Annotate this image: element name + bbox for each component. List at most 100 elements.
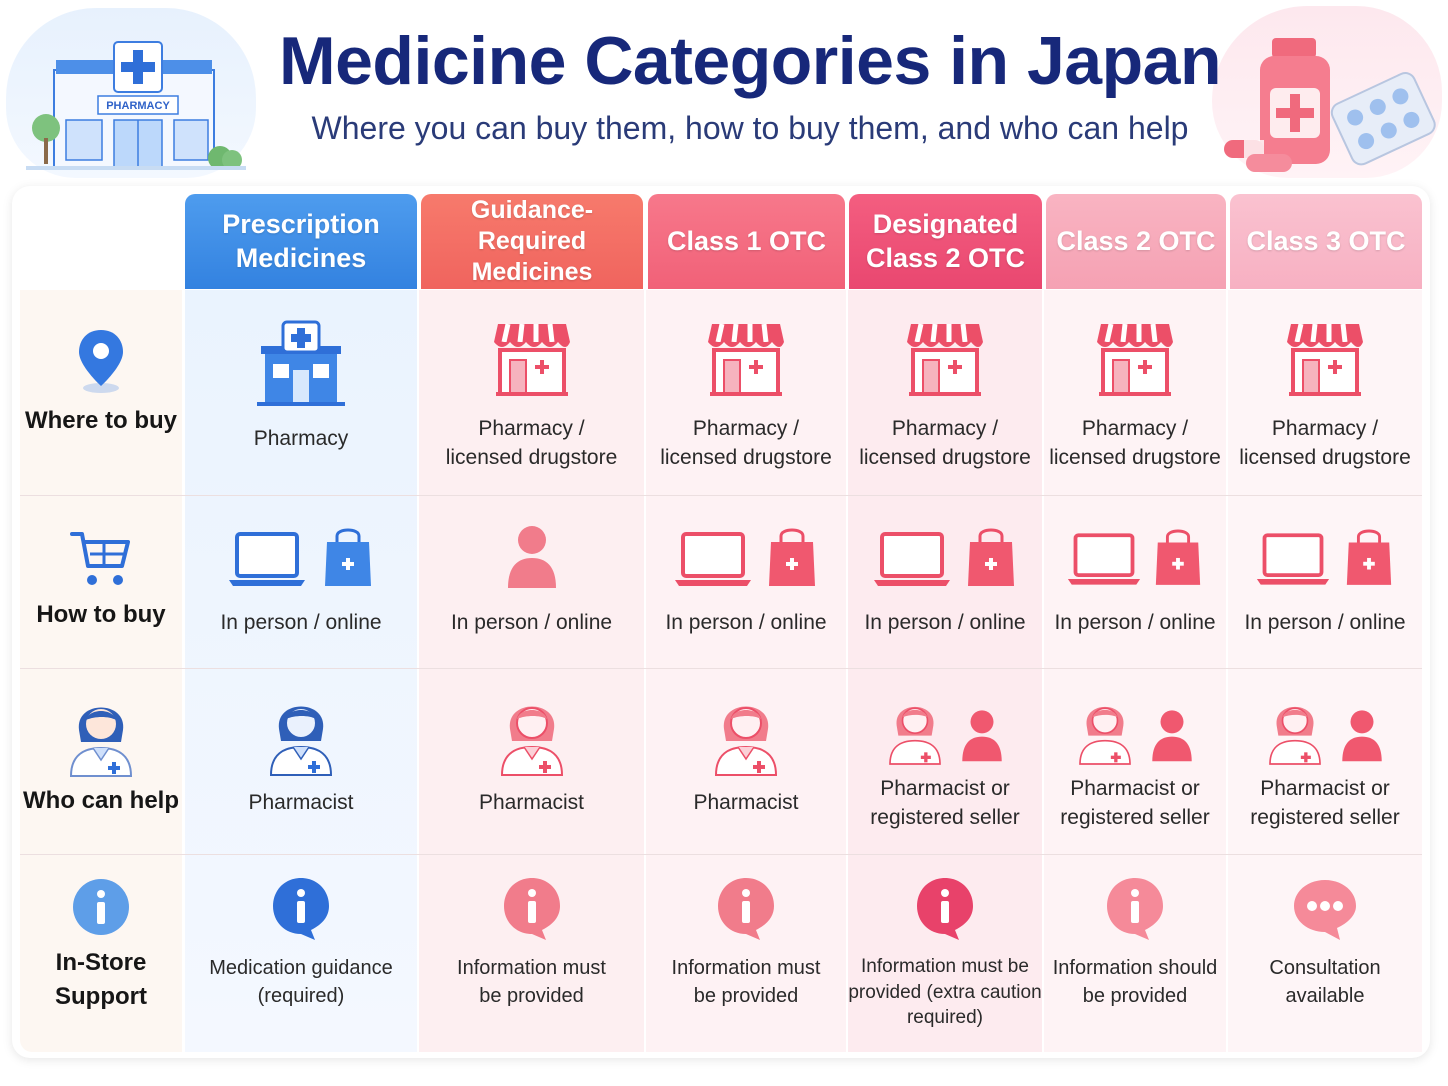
cell-text: In person / online bbox=[665, 611, 827, 634]
row-label-text: Where to buy bbox=[24, 407, 177, 434]
cell-text: Pharmacist or registered seller bbox=[870, 777, 1020, 830]
cell-text: Information must be provided (extra caut… bbox=[848, 956, 1042, 1029]
cell-where-class1: Pharmacy / licensed drugstore bbox=[646, 320, 846, 473]
cell-how-prescription: In person / online bbox=[185, 524, 417, 637]
chat-bubble-icon bbox=[1294, 880, 1356, 940]
cell-how-guidance: In person / online bbox=[419, 522, 644, 637]
cell-support-prescription: Medication guidance (required) bbox=[185, 876, 417, 1010]
pharmacy-illustration: PHARMACY bbox=[6, 8, 256, 178]
cell-support-class3: Consultation available bbox=[1228, 876, 1422, 1010]
header-guidance-required-medicines: Guidance-Required Medicines bbox=[421, 194, 643, 289]
cell-text: Pharmacist or registered seller bbox=[1060, 777, 1210, 830]
header-class1-otc: Class 1 OTC bbox=[648, 194, 845, 289]
cell-text: Pharmacy / licensed drugstore bbox=[660, 417, 832, 470]
cell-who-class2: Pharmacist or registered seller bbox=[1044, 692, 1226, 833]
cell-text: In person / online bbox=[450, 611, 613, 634]
shopping-bag-icon bbox=[968, 528, 1014, 586]
cell-text: Pharmacy / licensed drugstore bbox=[1239, 417, 1411, 470]
shopping-bag-icon bbox=[1155, 529, 1201, 585]
row-label-text: In-Store Support bbox=[55, 949, 147, 1010]
person-icon bbox=[507, 526, 556, 588]
laptop-icon bbox=[1067, 533, 1141, 585]
cell-text: In person / online bbox=[864, 611, 1026, 634]
shopping-bag-icon bbox=[325, 528, 371, 586]
shopping-cart-icon bbox=[70, 532, 130, 585]
pharmacist-icon bbox=[1269, 706, 1321, 765]
info-icon bbox=[73, 879, 129, 935]
header-label: Class 3 OTC bbox=[1246, 225, 1406, 256]
info-bubble-icon bbox=[1107, 878, 1163, 940]
shopping-bag-icon bbox=[769, 528, 815, 586]
header-label: Designated Class 2 OTC bbox=[865, 208, 1026, 273]
cell-who-guidance: Pharmacist bbox=[419, 688, 644, 817]
pharmacist-icon bbox=[500, 706, 563, 776]
location-pin-icon bbox=[79, 330, 123, 393]
row-label-how-to-buy: How to buy bbox=[20, 528, 182, 632]
drugstore-icon bbox=[1097, 323, 1173, 396]
cell-text: Pharmacy / licensed drugstore bbox=[859, 417, 1031, 470]
cell-how-class3: In person / online bbox=[1228, 524, 1422, 637]
cell-text: Pharmacy / licensed drugstore bbox=[445, 417, 618, 470]
header-label: Prescription Medicines bbox=[222, 208, 380, 273]
cell-text: In person / online bbox=[1054, 611, 1216, 634]
header-label: Class 1 OTC bbox=[666, 225, 827, 256]
medicine-bottle-icon bbox=[1224, 38, 1436, 172]
info-bubble-icon bbox=[718, 878, 774, 940]
row-label-who-can-help: Who can help bbox=[20, 690, 182, 818]
drugstore-icon bbox=[708, 323, 784, 396]
cell-who-designated2: Pharmacist or registered seller bbox=[848, 692, 1042, 833]
cell-where-class2: Pharmacy / licensed drugstore bbox=[1044, 320, 1226, 473]
cell-text: Pharmacist bbox=[478, 791, 585, 814]
cell-text: Information should be provided bbox=[1052, 957, 1218, 1007]
header-prescription-medicines: Prescription Medicines bbox=[185, 194, 417, 289]
pharmacy-icon bbox=[257, 320, 345, 406]
cell-text: Pharmacist bbox=[248, 791, 354, 814]
cell-support-guidance: Information must be provided bbox=[419, 876, 644, 1010]
header-label: Guidance-Required Medicines bbox=[470, 195, 594, 287]
cell-support-designated2: Information must be provided (extra caut… bbox=[848, 876, 1042, 1031]
cell-support-class1: Information must be provided bbox=[646, 876, 846, 1010]
info-bubble-icon bbox=[503, 878, 560, 940]
header-class3-otc: Class 3 OTC bbox=[1230, 194, 1422, 289]
pharmacy-building-icon: PHARMACY bbox=[26, 41, 246, 170]
cell-support-class2: Information should be provided bbox=[1044, 876, 1226, 1010]
cell-where-designated2: Pharmacy / licensed drugstore bbox=[848, 320, 1042, 473]
pharmacist-icon bbox=[889, 706, 941, 765]
shopping-bag-icon bbox=[1346, 529, 1392, 585]
cell-how-designated2: In person / online bbox=[848, 524, 1042, 637]
drugstore-icon bbox=[1287, 323, 1363, 396]
row-label-in-store-support: In-Store Support bbox=[20, 876, 182, 1013]
row-label-text: Who can help bbox=[23, 787, 179, 814]
row-divider bbox=[20, 668, 1422, 669]
cell-how-class2: In person / online bbox=[1044, 524, 1226, 637]
laptop-icon bbox=[229, 532, 305, 586]
page-subtitle: Where you can buy them, how to buy them,… bbox=[311, 110, 1189, 146]
person-icon bbox=[1342, 710, 1382, 762]
cell-text: Pharmacy / licensed drugstore bbox=[1049, 417, 1221, 470]
drugstore-icon bbox=[907, 323, 983, 396]
person-icon bbox=[962, 710, 1002, 762]
cell-who-prescription: Pharmacist bbox=[185, 688, 417, 817]
cell-who-class3: Pharmacist or registered seller bbox=[1228, 692, 1422, 833]
cell-text: Information must be provided bbox=[671, 957, 821, 1007]
cell-text: In person / online bbox=[1244, 611, 1406, 634]
pharmacist-icon bbox=[269, 706, 333, 776]
pharmacist-icon bbox=[714, 706, 778, 776]
cell-text: Pharmacist or registered seller bbox=[1250, 777, 1400, 830]
person-icon bbox=[1152, 710, 1192, 762]
cell-text: Consultation available bbox=[1269, 957, 1381, 1007]
pharmacist-icon bbox=[69, 707, 133, 777]
header-designated-class2-otc: Designated Class 2 OTC bbox=[849, 194, 1042, 289]
cell-text: Medication guidance (required) bbox=[209, 957, 393, 1007]
header-class2-otc: Class 2 OTC bbox=[1046, 194, 1226, 289]
header-label: Class 2 OTC bbox=[1056, 225, 1216, 256]
cell-text: Information must be provided bbox=[457, 957, 606, 1007]
cell-who-class1: Pharmacist bbox=[646, 688, 846, 817]
info-bubble-icon bbox=[917, 878, 973, 940]
svg-text:PHARMACY: PHARMACY bbox=[106, 100, 170, 112]
cell-text: In person / online bbox=[220, 611, 382, 634]
row-label-text: How to buy bbox=[36, 601, 166, 628]
pharmacist-icon bbox=[1079, 706, 1131, 765]
info-bubble-icon bbox=[273, 878, 329, 940]
laptop-icon bbox=[1256, 533, 1330, 585]
